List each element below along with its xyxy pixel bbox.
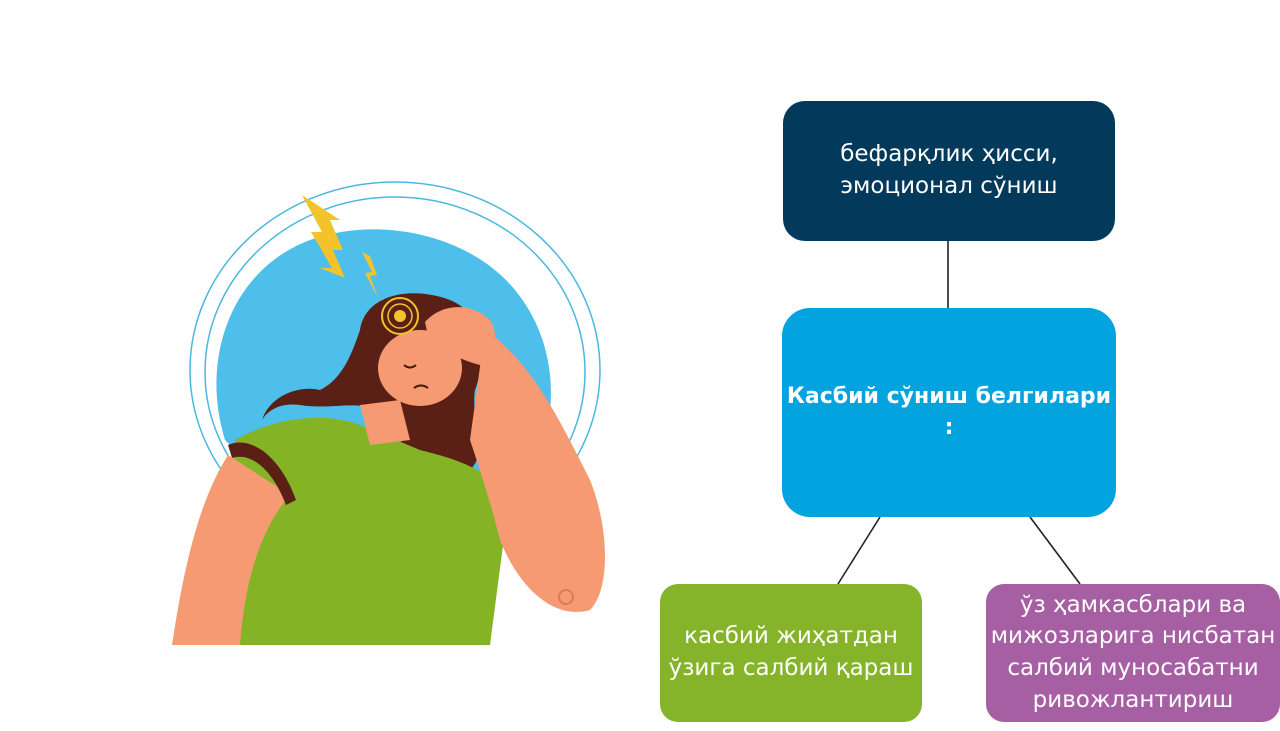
connector-center-left xyxy=(837,516,881,585)
negative-attitude-box: ўз ҳамкасблари ва мижозларига нисбатан с… xyxy=(986,584,1280,722)
left-arm xyxy=(172,455,290,645)
sad-mouth xyxy=(413,384,429,389)
burnout-signs-title: Касбий сўниш белгилари : xyxy=(786,384,1112,440)
raised-arm xyxy=(470,330,605,612)
lightning-bolt-icon-small xyxy=(362,252,378,298)
stressed-woman-illustration xyxy=(172,181,605,645)
negative-self-view-box: касбий жиҳатдан ўзига салбий қараш xyxy=(660,584,922,722)
torso-shirt xyxy=(230,417,510,645)
negative-self-view-text: касбий жиҳатдан ўзига салбий қараш xyxy=(668,623,914,681)
sleeve-band xyxy=(228,442,296,505)
elbow-mark xyxy=(558,589,574,605)
pain-ring-inner xyxy=(387,303,413,329)
closed-eye xyxy=(403,364,417,369)
neck xyxy=(360,400,410,445)
emotional-burnout-text: бефарқлик ҳисси, эмоционал сўниш xyxy=(840,141,1058,199)
burnout-signs-box: Касбий сўниш белгилари : xyxy=(782,308,1116,517)
lightning-bolt-icon xyxy=(302,195,345,278)
hand-on-forehead xyxy=(425,307,496,365)
connector-center-right xyxy=(1029,516,1081,585)
emotional-burnout-box: бефарқлик ҳисси, эмоционал сўниш xyxy=(783,101,1115,241)
pain-ring-outer xyxy=(381,297,419,335)
pain-dot xyxy=(394,310,406,322)
negative-attitude-text: ўз ҳамкасблари ва мижозларига нисбатан с… xyxy=(990,591,1276,713)
